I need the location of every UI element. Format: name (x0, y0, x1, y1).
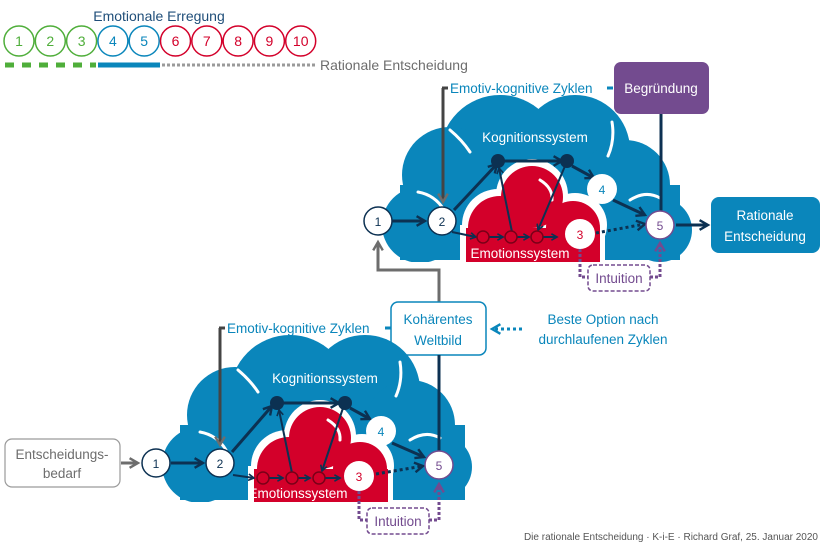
decision-need-box: Entscheidungs- bedarf (4, 438, 121, 488)
lower-hub-node (270, 396, 284, 410)
upper-intuition: Intuition (578, 240, 666, 292)
lower-emotion-cloud (248, 400, 394, 504)
scale-step-label: 8 (234, 33, 242, 49)
scale-step-label: 2 (46, 33, 54, 49)
scale-bar: Rationale Entscheidung (5, 57, 468, 73)
scale-step-10: 10 (284, 25, 317, 57)
lower-intuition: Intuition (357, 481, 445, 535)
lower-intuition-label: Intuition (374, 514, 421, 529)
scale-step-9: 9 (253, 25, 286, 57)
upper-node-1: 1 (363, 206, 393, 236)
scale-step-label: 4 (109, 33, 117, 49)
upper-node-5: 5 (645, 210, 675, 240)
svg-text:2: 2 (217, 457, 224, 471)
lower-node-2: 2 (205, 448, 235, 478)
upper-cognition-label: Kognitionssystem (482, 130, 588, 145)
best-option-label-line1: Beste Option nach (547, 312, 658, 327)
scale-step-1: 1 (3, 25, 35, 57)
scale-step-5: 5 (128, 25, 160, 57)
scale-step-2: 2 (34, 25, 67, 57)
best-option-label-line2: durchlaufenen Zyklen (538, 332, 667, 347)
scale-step-label: 1 (15, 33, 23, 49)
lower-emotion-node (285, 471, 299, 485)
scale-step-6: 6 (159, 25, 192, 57)
svg-text:3: 3 (577, 228, 584, 242)
upper-node-4: 4 (587, 174, 617, 204)
lower-node-3: 3 (344, 461, 374, 491)
scale-step-4: 4 (97, 25, 129, 57)
scale-step-label: 5 (140, 33, 148, 49)
upper-node-3: 3 (565, 219, 595, 249)
svg-text:5: 5 (657, 219, 664, 233)
upper-hub-node (491, 154, 505, 168)
svg-text:Entscheidung: Entscheidung (724, 229, 806, 244)
upper-emotion-node (530, 230, 544, 244)
upper-cloud-highlights (416, 120, 662, 212)
svg-text:Entscheidungs-: Entscheidungs- (15, 447, 108, 462)
svg-text:4: 4 (378, 425, 385, 439)
lower-emotion-node (256, 471, 270, 485)
lower-cycle: Kognitionssystem Emotionssystem Emotiv-k… (4, 321, 490, 535)
justification-box: Begründung (614, 62, 709, 114)
lower-cognition-label: Kognitionssystem (272, 371, 378, 386)
upper-emotion-node (504, 230, 518, 244)
svg-text:1: 1 (153, 457, 160, 471)
upper-emotion-node (476, 230, 490, 244)
svg-text:4: 4 (599, 183, 606, 197)
svg-text:Rationale: Rationale (736, 208, 793, 223)
rational-decision-box: Rationale Entscheidung (711, 197, 820, 253)
scale-step-7: 7 (191, 25, 223, 57)
scale-step-label: 3 (78, 33, 86, 49)
scale-step-label: 7 (203, 33, 211, 49)
upper-cycles-label: Emotiv-kognitive Zyklen (450, 81, 593, 96)
worldview-box: Kohärentes Weltbild (390, 301, 487, 356)
justification-label: Begründung (624, 81, 698, 96)
footer-caption: Die rationale Entscheidung · K-i-E · Ric… (524, 532, 818, 543)
lower-cycles-label: Emotiv-kognitive Zyklen (227, 321, 370, 336)
svg-text:bedarf: bedarf (43, 466, 82, 481)
scale-step-8: 8 (222, 25, 254, 57)
scale-step-3: 3 (65, 25, 98, 57)
middle-connector: Kohärentes Weltbild Beste Option nach du… (372, 239, 668, 356)
upper-emotion-label: Emotionssystem (470, 246, 569, 261)
arousal-scale: Emotionale Erregung 1 2 3 4 5 6 7 8 9 10 Rational… (3, 8, 468, 73)
svg-text:Kohärentes: Kohärentes (403, 312, 472, 327)
lower-node-4: 4 (366, 416, 396, 446)
upper-cycle: Kognitionssystem Emotionssystem Emotiv-k… (363, 62, 820, 292)
scale-step-label: 9 (266, 33, 274, 49)
svg-text:5: 5 (436, 459, 443, 473)
svg-text:Weltbild: Weltbild (414, 333, 462, 348)
scale-legend-label: Rationale Entscheidung (320, 57, 468, 73)
svg-text:1: 1 (375, 215, 382, 229)
upper-node-2: 2 (427, 206, 457, 236)
arousal-scale-title: Emotionale Erregung (93, 8, 225, 24)
lower-node-5: 5 (424, 450, 454, 480)
lower-node-1: 1 (141, 448, 171, 478)
upper-intuition-label: Intuition (595, 271, 642, 286)
svg-text:2: 2 (439, 215, 446, 229)
scale-step-label: 10 (293, 33, 309, 49)
lower-emotion-label: Emotionssystem (248, 486, 347, 501)
scale-step-label: 6 (172, 33, 180, 49)
lower-hub-node (338, 396, 352, 410)
lower-emotion-node (312, 471, 326, 485)
upper-hub-node (560, 154, 574, 168)
svg-text:3: 3 (356, 470, 363, 484)
